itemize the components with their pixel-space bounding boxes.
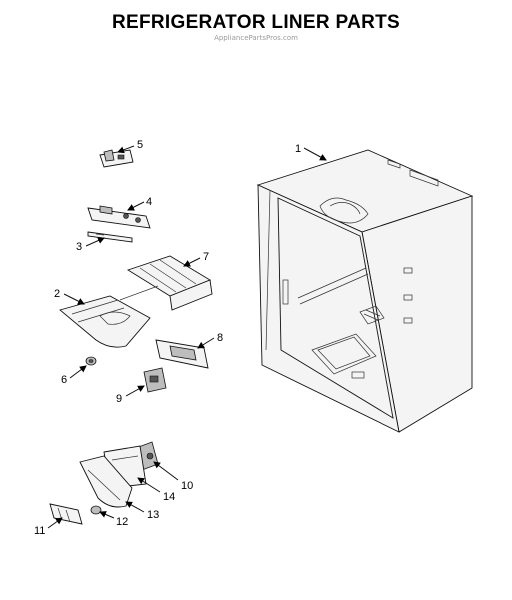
callout-1: 1 — [295, 143, 301, 155]
leader-6 — [69, 365, 87, 379]
page-title: REFRIGERATOR LINER PARTS — [112, 12, 400, 33]
leader-7 — [183, 257, 201, 267]
leader-lines — [47, 145, 327, 529]
leader-8 — [197, 337, 215, 349]
shelf-cover-part-7 — [126, 255, 213, 311]
lever-part-11 — [49, 503, 83, 525]
callout-7: 7 — [203, 251, 209, 263]
callout-4: 4 — [146, 196, 152, 208]
assembly-guide-line — [119, 285, 159, 301]
leader-10 — [153, 461, 179, 481]
leader-12 — [99, 511, 115, 519]
callout-11: 11 — [34, 525, 45, 537]
cap-part-6 — [85, 356, 97, 366]
watermark: AppliancePartsPros.com — [214, 34, 298, 42]
trim-strip-part-3 — [87, 231, 133, 243]
callout-10: 10 — [181, 480, 193, 492]
callout-5: 5 — [137, 139, 143, 151]
callout-12: 12 — [116, 516, 128, 528]
knob-part-12 — [90, 505, 102, 515]
leader-11 — [47, 517, 63, 529]
leader-3 — [85, 237, 105, 247]
callout-labels: 1 2 3 4 5 6 7 8 9 10 11 12 13 14 — [34, 139, 301, 537]
leader-1 — [303, 147, 327, 161]
callout-6: 6 — [61, 374, 67, 386]
control-housing-part-4 — [87, 205, 151, 229]
refrigerator-liner-part-1 — [256, 149, 474, 433]
leader-4 — [127, 201, 145, 211]
leader-5 — [117, 145, 135, 154]
leader-9 — [125, 385, 145, 397]
lower-cover-part-2 — [59, 295, 151, 348]
switch-part-9 — [143, 367, 167, 393]
callout-14: 14 — [163, 491, 175, 503]
leader-13 — [125, 501, 145, 513]
callout-8: 8 — [217, 332, 223, 344]
leader-14 — [137, 477, 161, 493]
callout-13: 13 — [147, 509, 159, 521]
leader-2 — [63, 293, 85, 305]
dispenser-cover-part-13 — [79, 455, 133, 508]
callout-9: 9 — [116, 393, 122, 405]
callout-3: 3 — [76, 241, 82, 253]
bracket-part-5 — [99, 149, 134, 168]
tray-part-8 — [155, 339, 209, 369]
callout-2: 2 — [54, 288, 60, 300]
